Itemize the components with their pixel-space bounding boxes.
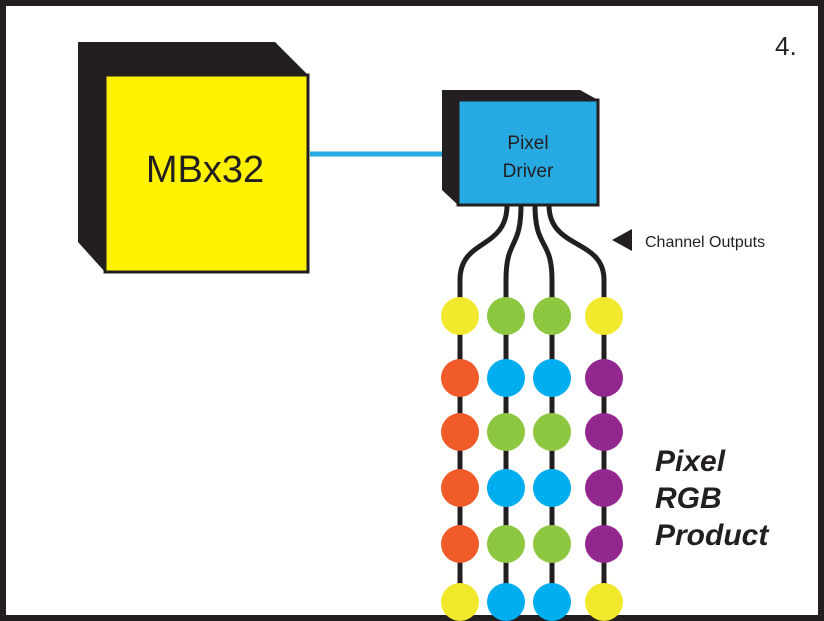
channel-cable-2 — [503, 204, 524, 612]
pointer-arrow-icon — [612, 229, 632, 251]
channel-cable-1 — [457, 204, 510, 612]
pixel-dot-purple — [585, 359, 623, 397]
mbx32-controller: MBx32 — [78, 42, 310, 274]
pixel-grid — [441, 297, 623, 621]
pixel-dot-yellow — [441, 297, 479, 335]
pixel-dot-green — [487, 297, 525, 335]
pixel-driver-label-line1: Pixel — [507, 133, 548, 154]
channel-cable-3 — [532, 204, 555, 612]
pixel-dot-orange — [441, 413, 479, 451]
channel-cable-4 — [546, 204, 607, 612]
step-number: 4. — [775, 31, 797, 61]
product-label-line1: Pixel — [655, 445, 726, 478]
product-label-line2: RGB — [655, 482, 722, 515]
pixel-dot-blue — [487, 359, 525, 397]
pixel-dot-blue — [533, 469, 571, 507]
pixel-dot-yellow — [585, 583, 623, 621]
pixel-driver-face — [456, 98, 600, 207]
pixel-dot-purple — [585, 525, 623, 563]
pixel-driver-label-line2: Driver — [503, 161, 554, 182]
pixel-dot-purple — [585, 469, 623, 507]
product-label-line3: Product — [655, 519, 770, 552]
pixel-dot-purple — [585, 413, 623, 451]
pixel-dot-green — [487, 525, 525, 563]
pixel-dot-blue — [533, 583, 571, 621]
mbx32-label: MBx32 — [146, 149, 264, 191]
channel-outputs-label: Channel Outputs — [645, 234, 765, 251]
pixel-dot-blue — [487, 583, 525, 621]
mbx32-face — [103, 73, 310, 274]
pixel-dot-orange — [441, 469, 479, 507]
pixel-dot-yellow — [585, 297, 623, 335]
pixel-driver: Pixel Driver — [442, 90, 600, 207]
pixel-dot-yellow — [441, 583, 479, 621]
pixel-dot-green — [533, 525, 571, 563]
channel-cables — [457, 204, 607, 612]
pixel-dot-blue — [487, 469, 525, 507]
pixel-dot-blue — [533, 359, 571, 397]
pixel-dot-orange — [441, 359, 479, 397]
pixel-dot-green — [533, 297, 571, 335]
pixel-dot-orange — [441, 525, 479, 563]
pixel-dot-green — [487, 413, 525, 451]
pixel-dot-green — [533, 413, 571, 451]
